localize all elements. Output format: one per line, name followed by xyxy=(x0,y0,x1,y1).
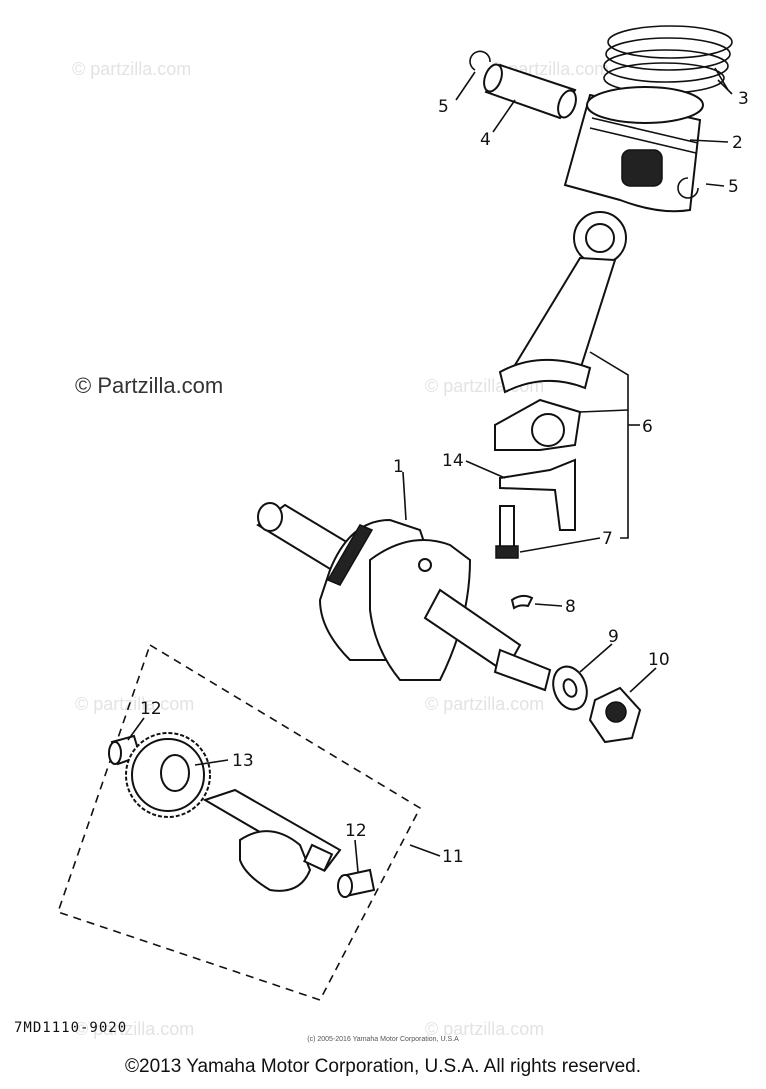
callout-12-lower: 12 xyxy=(345,821,367,841)
footer-copyright: ©2013 Yamaha Motor Corporation, U.S.A. A… xyxy=(125,1056,641,1077)
circlip-right xyxy=(677,177,699,199)
bearing-lower xyxy=(337,868,376,898)
callout-12-upper: 12 xyxy=(140,699,162,719)
nut xyxy=(588,686,642,744)
callout-9: 9 xyxy=(608,627,619,647)
washer xyxy=(552,665,588,711)
callout-10: 10 xyxy=(648,650,670,670)
callout-5-left: 5 xyxy=(438,97,449,117)
callout-5-right: 5 xyxy=(728,177,739,197)
callout-6: 6 xyxy=(642,417,653,437)
balancer-assembly-box xyxy=(56,643,422,1001)
watermark-bottom-right: © partzilla.com xyxy=(425,1019,544,1039)
callout-8: 8 xyxy=(565,597,576,617)
diagram-code: 7MD1110-9020 xyxy=(14,1020,128,1036)
crankshaft xyxy=(256,502,552,692)
leader-lines xyxy=(127,67,733,873)
callout-14: 14 xyxy=(442,451,464,471)
woodruff-key xyxy=(510,594,534,610)
callout-4: 4 xyxy=(480,130,491,150)
bearing-upper xyxy=(108,734,142,766)
callout-3: 3 xyxy=(738,89,749,109)
callout-11: 11 xyxy=(442,847,464,867)
plate xyxy=(499,458,576,531)
callout-13: 13 xyxy=(232,751,254,771)
watermark-lower-left: © partzilla.com xyxy=(75,694,194,714)
callout-2: 2 xyxy=(732,133,743,153)
callout-7: 7 xyxy=(602,529,613,549)
connecting-rod xyxy=(494,211,627,451)
piston-rings xyxy=(603,25,733,94)
watermark-main: © Partzilla.com xyxy=(75,373,223,398)
balancer-gear xyxy=(125,732,211,818)
watermark-top-left: © partzilla.com xyxy=(72,59,191,79)
watermark-lower-right: © partzilla.com xyxy=(425,694,544,714)
circlip-left xyxy=(469,50,491,71)
watermark-bottom-left: © partzilla.com xyxy=(75,1019,194,1039)
balancer-shaft xyxy=(202,788,342,892)
piston-pin xyxy=(483,63,577,120)
rod-bolt xyxy=(495,505,519,559)
callout-1: 1 xyxy=(393,457,404,477)
small-copyright: (c) 2005-2016 Yamaha Motor Corporation, … xyxy=(307,1036,459,1043)
piston xyxy=(563,86,704,213)
